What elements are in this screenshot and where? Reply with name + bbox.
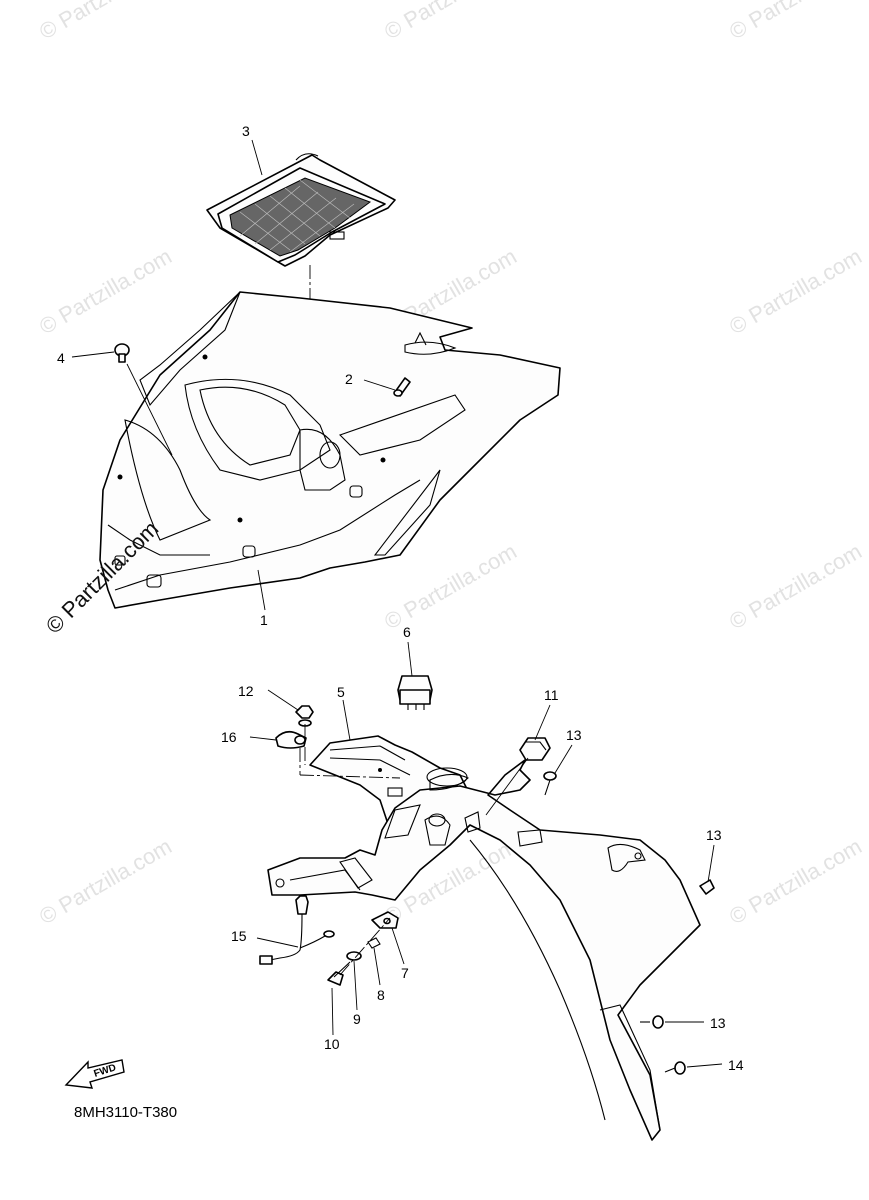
diagram-code: 8MH3110-T380 bbox=[74, 1104, 177, 1121]
callout-4: 4 bbox=[57, 350, 65, 366]
watermark: © Partzilla.com bbox=[35, 244, 176, 340]
fwd-arrow-icon: FWD bbox=[64, 1059, 125, 1089]
part-16-clip[interactable] bbox=[275, 730, 307, 749]
callout-10: 10 bbox=[324, 1036, 340, 1052]
part-13-bolt-c[interactable] bbox=[640, 1015, 664, 1029]
callout-1: 1 bbox=[260, 612, 268, 628]
part-2-screw[interactable] bbox=[393, 377, 411, 397]
inner-cowling-assembly[interactable] bbox=[267, 759, 701, 1141]
alignment-line bbox=[299, 774, 401, 779]
part-10-bolt[interactable] bbox=[327, 961, 351, 986]
part-12-nut[interactable] bbox=[295, 705, 314, 727]
part-11-rubber-grommet[interactable] bbox=[519, 737, 551, 761]
watermark: © Partzilla.com bbox=[725, 0, 866, 44]
part-6-switch[interactable] bbox=[397, 675, 433, 710]
callout-7: 7 bbox=[401, 965, 409, 981]
callout-9: 9 bbox=[353, 1011, 361, 1027]
callout-2: 2 bbox=[345, 371, 353, 387]
callout-11: 11 bbox=[544, 687, 559, 703]
callout-12: 12 bbox=[238, 683, 254, 699]
watermark: © Partzilla.com bbox=[380, 0, 521, 44]
part-8-collar[interactable] bbox=[367, 937, 381, 949]
callout-14: 14 bbox=[728, 1057, 744, 1073]
leader-lines bbox=[71, 139, 723, 1068]
watermark: © Partzilla.com bbox=[35, 0, 176, 44]
callout-6: 6 bbox=[403, 624, 411, 640]
part-1-front-cowling[interactable] bbox=[99, 291, 561, 609]
part-14-screw[interactable] bbox=[664, 1061, 686, 1075]
callout-5: 5 bbox=[337, 684, 345, 700]
callout-16: 16 bbox=[221, 729, 237, 745]
part-9-washer[interactable] bbox=[346, 951, 362, 961]
part-13-bolt-b[interactable] bbox=[699, 879, 715, 895]
part-15-sensor-cable[interactable] bbox=[259, 895, 335, 965]
callout-13b: 13 bbox=[706, 827, 722, 843]
watermark: © Partzilla.com bbox=[725, 244, 866, 340]
part-4-bolt[interactable] bbox=[114, 343, 130, 363]
watermark: © Partzilla.com bbox=[725, 539, 866, 635]
part-3-grille[interactable] bbox=[206, 153, 396, 267]
callout-15: 15 bbox=[231, 928, 247, 944]
callout-labels: 1 2 3 4 5 6 7 8 9 10 11 12 13 13 13 14 1… bbox=[57, 123, 744, 1073]
callout-13c: 13 bbox=[710, 1015, 726, 1031]
callout-8: 8 bbox=[377, 987, 385, 1003]
callout-3: 3 bbox=[242, 123, 250, 139]
callout-13a: 13 bbox=[566, 727, 582, 743]
watermark: © Partzilla.com bbox=[35, 834, 176, 930]
alignment-line bbox=[339, 917, 391, 976]
part-13-bolt-a[interactable] bbox=[543, 771, 557, 796]
watermark: © Partzilla.com bbox=[725, 834, 866, 930]
